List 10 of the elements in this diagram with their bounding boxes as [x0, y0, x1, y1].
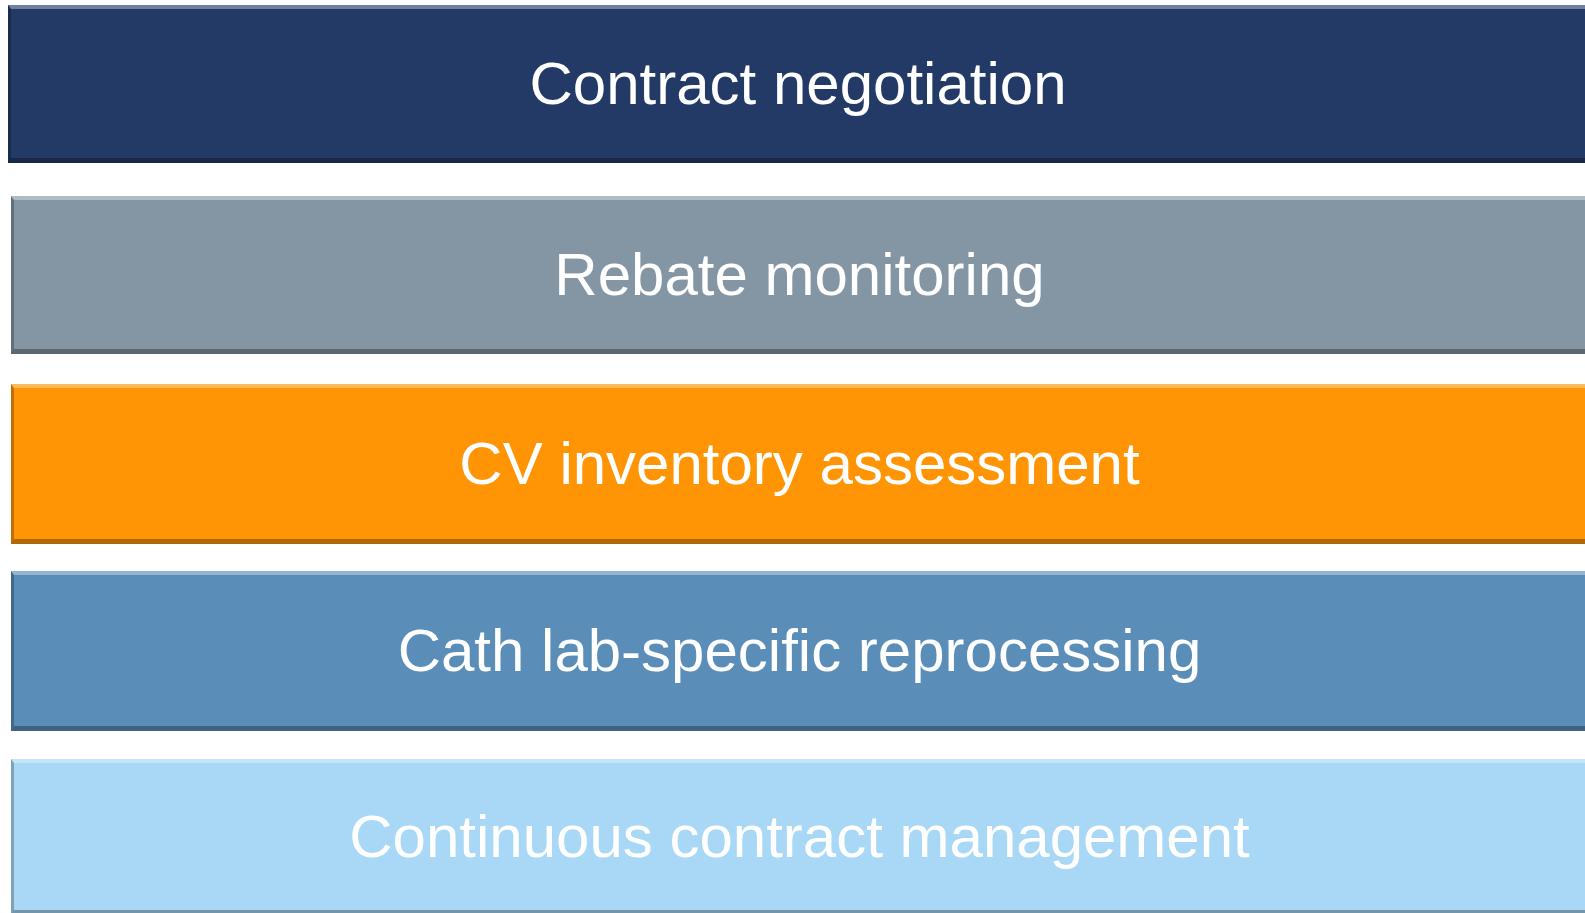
step-band [11, 571, 1585, 731]
step-label: Cath lab-specific reprocessing [397, 616, 1202, 685]
step-label: Continuous contract management [349, 802, 1250, 871]
step-label: CV inventory assessment [459, 429, 1140, 498]
step-band [11, 384, 1585, 544]
step-band [11, 759, 1585, 913]
step-label: Contract negotiation [529, 49, 1067, 118]
step-label: Rebate monitoring [554, 240, 1045, 309]
step-band [8, 5, 1585, 163]
step-band [11, 196, 1585, 354]
